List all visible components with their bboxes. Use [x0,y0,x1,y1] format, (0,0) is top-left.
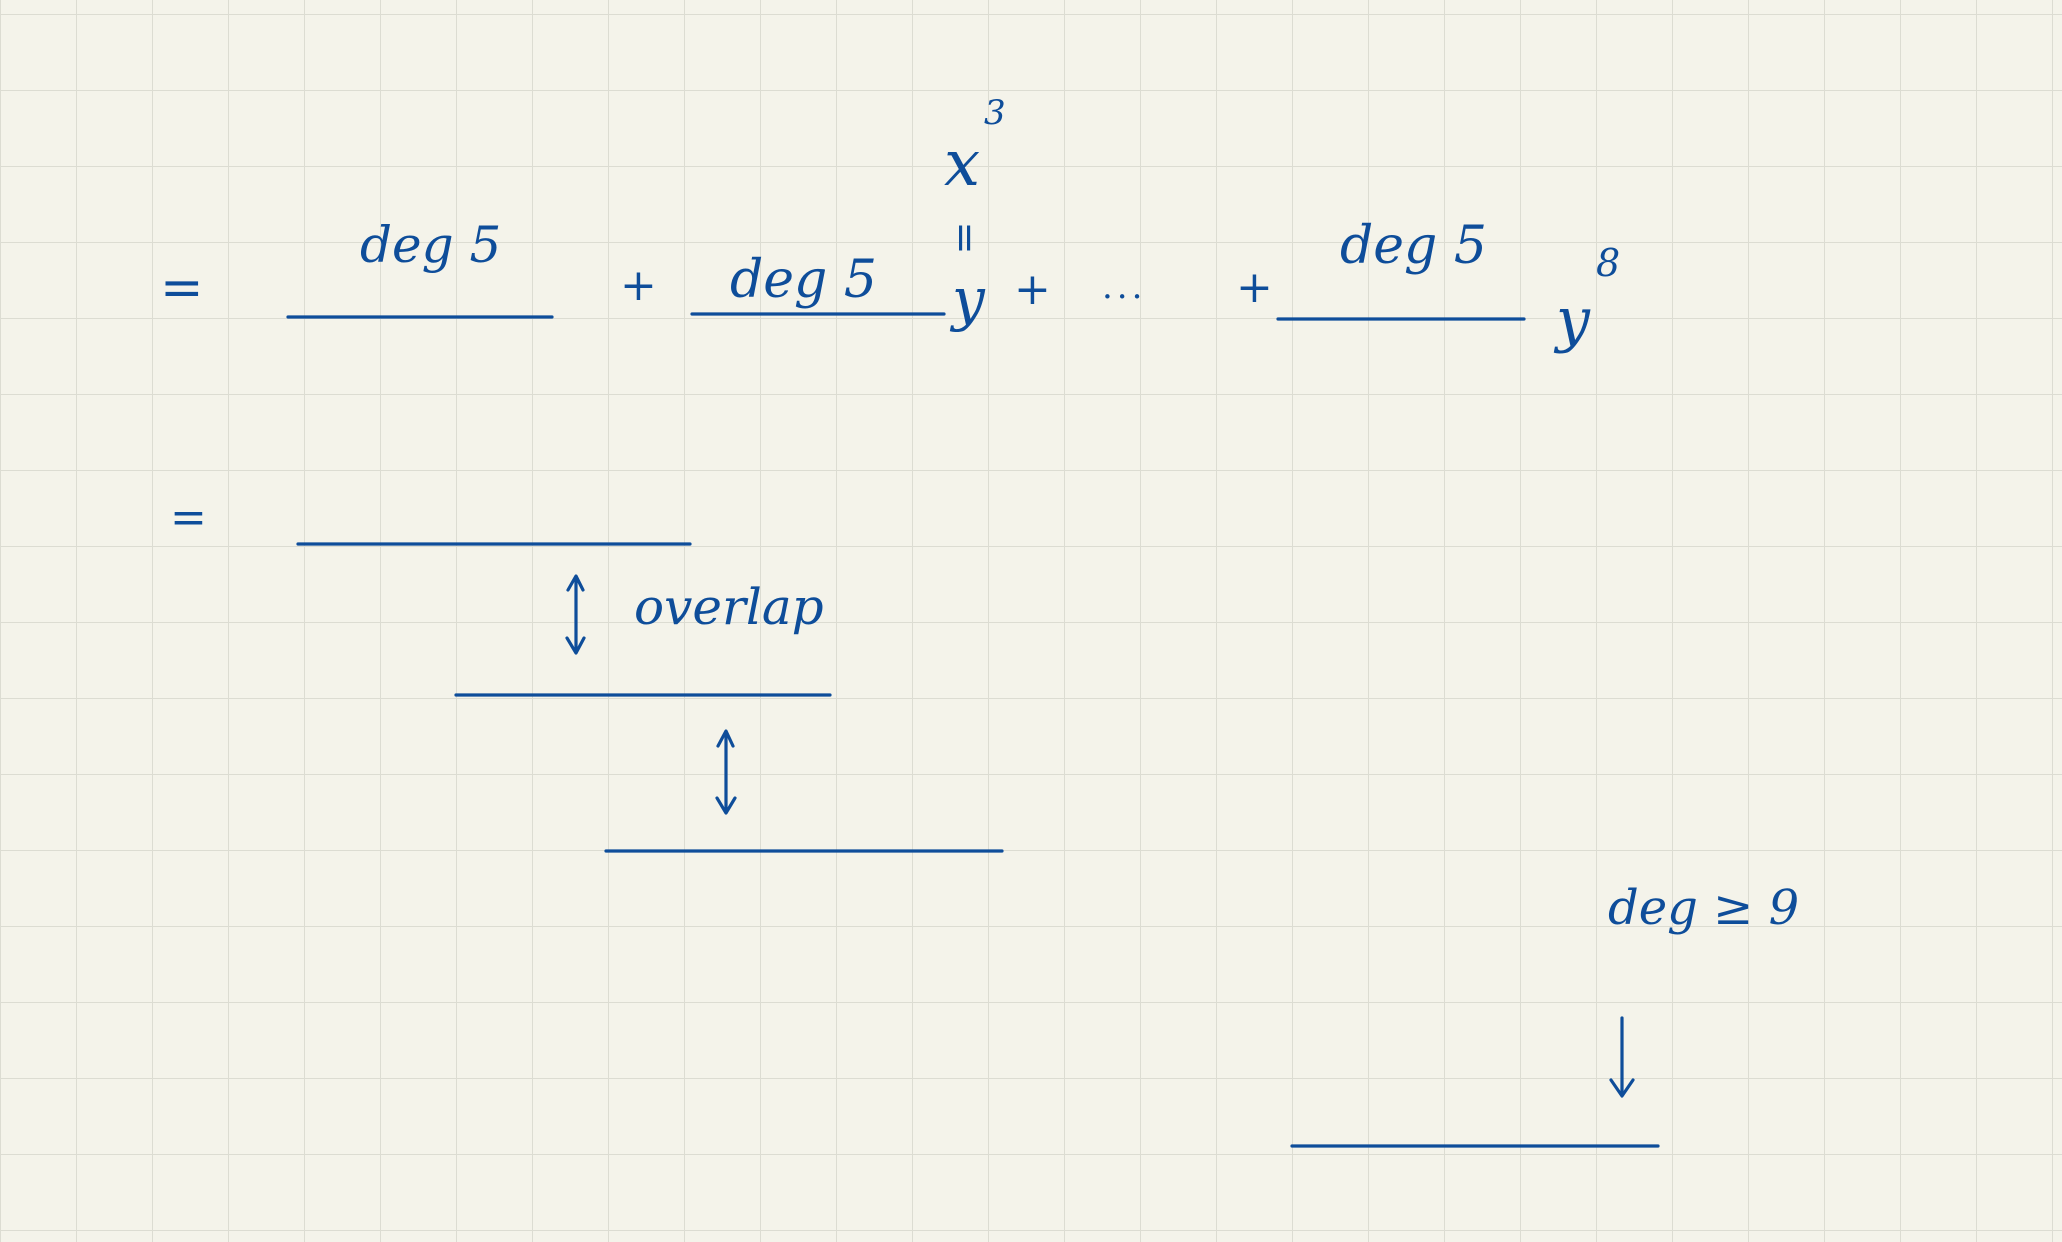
double-arrow-icon [565,574,586,655]
y-variable: y [1556,285,1590,355]
plus-sign: + [1014,264,1051,315]
double-arrow-icon [715,729,737,815]
plus-sign: + [1236,262,1273,313]
y-variable: y [952,265,985,333]
equals-sign: = [170,492,207,543]
ellipsis: ... [1102,267,1147,307]
exponent: 3 [984,93,1006,133]
arrow-down-icon [1609,1016,1635,1098]
degree-label: deg 5 [1340,216,1487,276]
exponent: 8 [1596,241,1621,285]
equals-sign: = [160,258,204,318]
degree-label: deg 5 [730,250,877,310]
overlap-label: overlap [634,578,824,636]
plus-sign: + [620,260,657,311]
x-variable: x [944,127,981,201]
degree-label: deg 5 [360,216,502,274]
degree-bound-label: deg ≥ 9 [1608,880,1800,936]
vertical-equals-sign: = [941,221,988,255]
